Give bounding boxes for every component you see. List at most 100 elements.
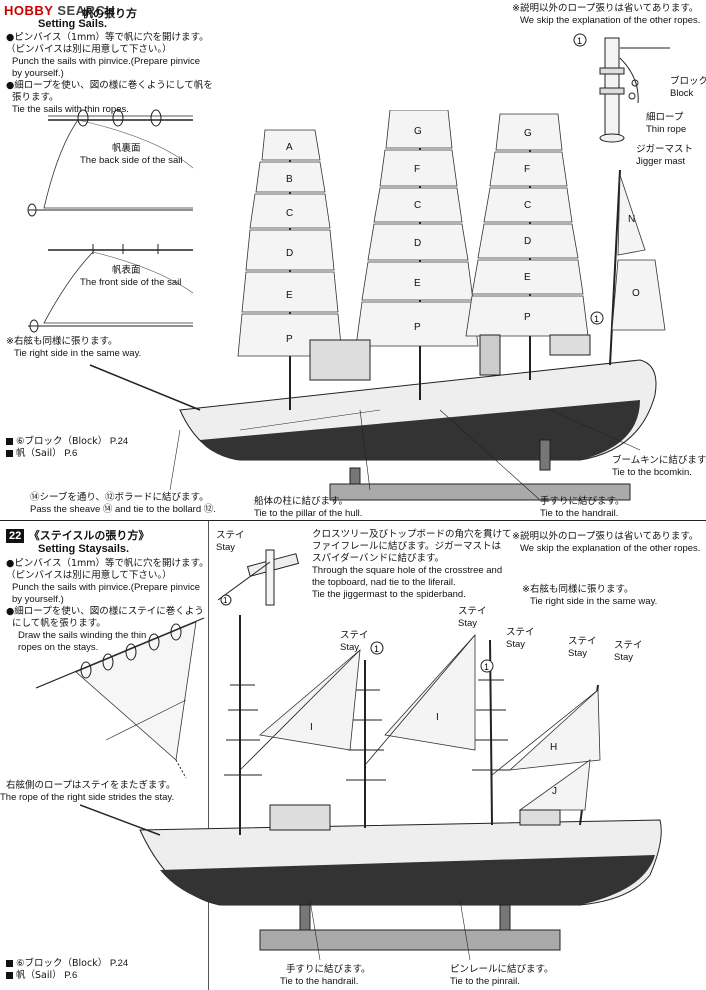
- step22-line: （ピンバイスは別に用意して下さい。）: [6, 570, 172, 581]
- sail-letter: C: [414, 200, 421, 211]
- step22-number: 22: [6, 529, 25, 543]
- circle-mark: 1: [223, 596, 228, 605]
- circle-mark: 1: [484, 662, 489, 672]
- sail-letter: C: [524, 200, 531, 211]
- back-side-label-jp: 帆裏面: [112, 143, 141, 154]
- circle-mark: 1: [577, 36, 582, 46]
- step22-line: ●細ロープを使い、図の様にステイに巻くよう: [6, 606, 204, 617]
- sail-back-side-diagram: [27, 109, 194, 217]
- sail-letter: E: [286, 290, 293, 301]
- step22-line: by yourself.): [12, 594, 64, 605]
- sail-letter: I: [436, 712, 439, 723]
- step22-instructions: ●ピンバイス（1mm）等で帆に穴を開けます。 （ピンバイスは別に用意して下さい。…: [6, 558, 209, 654]
- stay-label-jp: ステイ: [506, 627, 535, 638]
- step22-line: Punch the sails with pinvice.(Prepare pi…: [12, 582, 200, 593]
- jigger-mast-label-en: Jigger mast: [636, 156, 686, 167]
- sail-letter: G: [524, 128, 532, 139]
- step21-skip-jp: ※説明以外のロープ張りは省いてあります。: [512, 3, 699, 14]
- section-divider: [0, 520, 706, 521]
- block-label-en: Block: [670, 88, 694, 99]
- ship-illustration-step21: A B C D E P G F C D E P G F C D E P N O …: [89, 110, 666, 501]
- step22-parts-list: ⑥ブロック（Block） P.24 帆（Sail） P.6: [6, 958, 128, 982]
- sail-letter: O: [632, 288, 640, 299]
- sail-letter: H: [550, 742, 557, 753]
- step21-right-side-jp: ※右舷も同様に張ります。: [6, 336, 118, 347]
- jigger-mast-label-jp: ジガーマスト: [636, 144, 694, 155]
- crosstree-line: Through the square hole of the crosstree…: [312, 565, 503, 576]
- step22-header: 22 《ステイスルの張り方》: [6, 526, 149, 544]
- sheave-label-jp: ⑭シーブを通り、⑫ボラードに結びます。: [30, 492, 209, 503]
- sail-letter: I: [310, 722, 313, 733]
- pillar-label-jp: 船体の柱に結びます。: [254, 496, 349, 507]
- boomkin-label-jp: ブームキンに結びます。: [612, 455, 706, 466]
- step21-title-en: Setting Sails.: [38, 18, 108, 30]
- step22-right-side-en: Tie right side in the same way.: [530, 596, 658, 607]
- staysail-winding-diagram: [36, 617, 205, 779]
- sail-letter: D: [286, 248, 293, 259]
- parts-item: 帆（Sail） P.6: [6, 448, 128, 460]
- pillar-label-en: Tie to the pillar of the hull.: [254, 508, 363, 519]
- sail-letter: G: [414, 126, 422, 137]
- thin-rope-label-en: Thin rope: [646, 124, 687, 135]
- watermark-brand: HOBBY: [4, 3, 54, 18]
- step22-pinrail-en: Tie to the pinrail.: [450, 976, 520, 987]
- sail-letter: E: [524, 272, 531, 283]
- sail-letter: D: [414, 238, 421, 249]
- sail-letter: J: [552, 786, 557, 797]
- parts-item: ⑥ブロック（Block） P.24: [6, 958, 128, 970]
- step22-skip-jp: ※説明以外のロープ張りは省いてあります。: [512, 531, 699, 542]
- right-rope-label-en: The rope of the right side strides the s…: [0, 792, 175, 803]
- back-side-label-en: The back side of the sail: [80, 155, 183, 166]
- stay-label-jp: ステイ: [340, 630, 369, 641]
- watermark-search: SEARCH: [57, 3, 116, 18]
- stay-label-jp: ステイ: [568, 636, 597, 647]
- step21-line: ●ピンバイス（1mm）等で帆に穴を開けます。: [6, 32, 209, 43]
- sail-letter: P: [286, 334, 293, 345]
- step22-right-side-jp: ※右舷も同様に張ります。: [522, 584, 634, 595]
- stay-label-en: Stay: [506, 639, 526, 650]
- stay-label-jp: ステイ: [614, 640, 643, 651]
- step21-title-jp: 帆の張り方: [82, 7, 137, 20]
- front-side-label-en: The front side of the sail: [80, 277, 182, 288]
- circle-mark: 1: [594, 314, 599, 324]
- sail-front-side-diagram: [28, 244, 194, 333]
- circle-mark: 1: [374, 644, 379, 654]
- stay-label-en: Stay: [458, 618, 478, 629]
- crosstree-line: スパイダーバンドに結びます。: [312, 553, 445, 564]
- sail-letter: C: [286, 208, 293, 219]
- step21-parts-list: ⑥ブロック（Block） P.24 帆（Sail） P.6: [6, 436, 128, 460]
- stay-label-en: Stay: [568, 648, 588, 659]
- sail-letter: B: [286, 174, 293, 185]
- ship-illustration-step22: I I H J 1 1: [80, 615, 662, 961]
- crosstree-line: Tie the jiggermast to the spiderband.: [312, 589, 466, 600]
- crosstree-line: ファイフレールに結びます。ジガーマストは: [312, 541, 502, 552]
- step22-skip-en: We skip the explanation of the other rop…: [520, 543, 701, 554]
- stay-detail-label-jp: ステイ: [216, 530, 245, 541]
- step22-handrail-en: Tie to the handrail.: [280, 976, 359, 987]
- stay-label-en: Stay: [340, 642, 360, 653]
- jigger-mast-detail: 1: [573, 33, 670, 143]
- sheave-label-en: Pass the sheave ⑭ and tie to the bollard…: [30, 504, 216, 515]
- step21-line: Punch the sails with pinvice.(Prepare pi…: [12, 56, 200, 67]
- step22-line: Draw the sails winding the thin: [18, 630, 147, 641]
- step21-line: （ピンバイスは別に用意して下さい。）: [6, 44, 172, 55]
- watermark-logo: HOBBY SEARCH: [2, 3, 118, 18]
- block-label-jp: ブロック: [670, 76, 706, 87]
- crosstree-instructions: クロスツリー及びトップボードの角穴を貫けて ファイフレールに結びます。ジガーマス…: [312, 529, 512, 601]
- sail-letter: P: [524, 312, 531, 323]
- step21-line: by yourself.): [12, 68, 64, 79]
- parts-item: ⑥ブロック（Block） P.24: [6, 436, 128, 448]
- stay-label-en: Stay: [614, 652, 634, 663]
- step22-title-en: Setting Staysails.: [38, 543, 130, 555]
- sail-letter: F: [414, 164, 420, 175]
- sail-letter: F: [524, 164, 530, 175]
- parts-item: 帆（Sail） P.6: [6, 970, 128, 982]
- step22-line: にして帆を張ります。: [12, 618, 106, 629]
- step21-instructions: ●ピンバイス（1mm）等で帆に穴を開けます。 （ピンバイスは別に用意して下さい。…: [6, 32, 213, 116]
- sail-letter: N: [628, 214, 635, 225]
- step21-line: ●細ロープを使い、図の様に巻くようにして帆を: [6, 80, 213, 91]
- crosstree-detail: 1: [218, 549, 300, 606]
- step21-right-side-en: Tie right side in the same way.: [14, 348, 142, 359]
- front-side-label-jp: 帆表面: [112, 265, 141, 276]
- right-rope-label-jp: 右舷側のロープはステイをまたぎます。: [6, 780, 176, 791]
